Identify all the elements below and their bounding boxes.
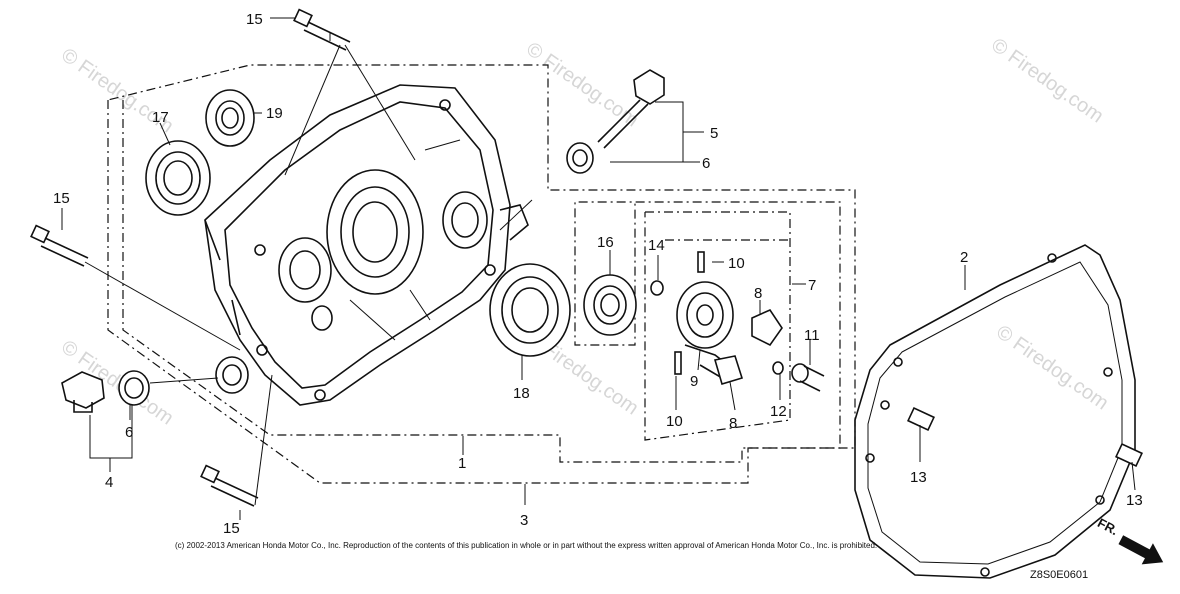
callout-12: 12 bbox=[770, 403, 787, 420]
callout-1: 1 bbox=[458, 455, 466, 472]
diagram-code: Z8S0E0601 bbox=[1030, 569, 1088, 581]
callout-17: 17 bbox=[152, 109, 169, 126]
callout-7: 7 bbox=[808, 277, 816, 294]
callout-3: 3 bbox=[520, 512, 528, 529]
pin-10-upper bbox=[697, 251, 705, 273]
callout-13: 13 bbox=[1126, 492, 1143, 509]
callout-13: 13 bbox=[910, 469, 927, 486]
callout-5: 5 bbox=[710, 125, 718, 142]
callout-labels: 15 15 15 17 19 6 4 1 3 5 6 16 18 14 10 7… bbox=[53, 11, 1143, 537]
governor-gear-9 bbox=[676, 281, 734, 380]
callout-14: 14 bbox=[648, 237, 665, 254]
callout-8: 8 bbox=[729, 415, 737, 432]
o-ring-6-upper bbox=[566, 142, 594, 174]
flange-bolt-15-bottom bbox=[200, 464, 259, 507]
clip-8-upper bbox=[751, 308, 783, 347]
front-direction-indicator: FR. bbox=[1095, 515, 1164, 565]
watermark-text: © Firedog.com bbox=[992, 321, 1112, 414]
bearing-16 bbox=[583, 274, 637, 336]
watermark-text: © Firedog.com bbox=[987, 34, 1107, 127]
callout-16: 16 bbox=[597, 234, 614, 251]
callout-2: 2 bbox=[960, 249, 968, 266]
callout-8: 8 bbox=[754, 285, 762, 302]
copyright-notice: (c) 2002-2013 American Honda Motor Co., … bbox=[175, 541, 877, 550]
callout-15: 15 bbox=[246, 11, 263, 28]
callout-18: 18 bbox=[513, 385, 530, 402]
group-outline-1 bbox=[122, 100, 841, 463]
group-outline-7 bbox=[644, 211, 791, 441]
callout-15: 15 bbox=[53, 190, 70, 207]
bearing-18 bbox=[489, 263, 571, 357]
watermark-text: © Firedog.com bbox=[522, 38, 642, 131]
oil-seal-19 bbox=[205, 89, 255, 147]
callout-6: 6 bbox=[125, 424, 133, 441]
callout-10: 10 bbox=[666, 413, 683, 430]
callout-9: 9 bbox=[690, 373, 698, 390]
dowel-pin-13-right bbox=[1115, 442, 1143, 468]
oil-filler-cap-4 bbox=[61, 371, 105, 413]
callout-19: 19 bbox=[266, 105, 283, 122]
group-outline-3 bbox=[107, 64, 856, 484]
callout-11: 11 bbox=[804, 327, 820, 344]
flange-bolt-15-top bbox=[293, 8, 351, 51]
flange-bolt-15-left bbox=[30, 224, 89, 267]
oil-level-gauge-5 bbox=[597, 69, 665, 149]
callout-6: 6 bbox=[702, 155, 710, 172]
governor-shaft-11 bbox=[791, 363, 825, 392]
callout-15: 15 bbox=[223, 520, 240, 537]
bearing-17 bbox=[145, 140, 211, 216]
dowel-pin-13-left bbox=[907, 406, 935, 432]
leader-lines bbox=[61, 17, 1136, 520]
crankcase-cover bbox=[204, 84, 529, 406]
gasket-2 bbox=[854, 244, 1136, 579]
o-ring-6-lower bbox=[118, 370, 150, 406]
clip-8-lower bbox=[713, 355, 744, 385]
callout-4: 4 bbox=[105, 474, 113, 491]
assembly-group-outlines bbox=[107, 64, 856, 484]
washer-14 bbox=[650, 280, 664, 296]
arrow-right-icon bbox=[1118, 535, 1164, 565]
pin-10-lower bbox=[674, 351, 682, 375]
washer-12 bbox=[772, 361, 784, 375]
callout-10: 10 bbox=[728, 255, 745, 272]
